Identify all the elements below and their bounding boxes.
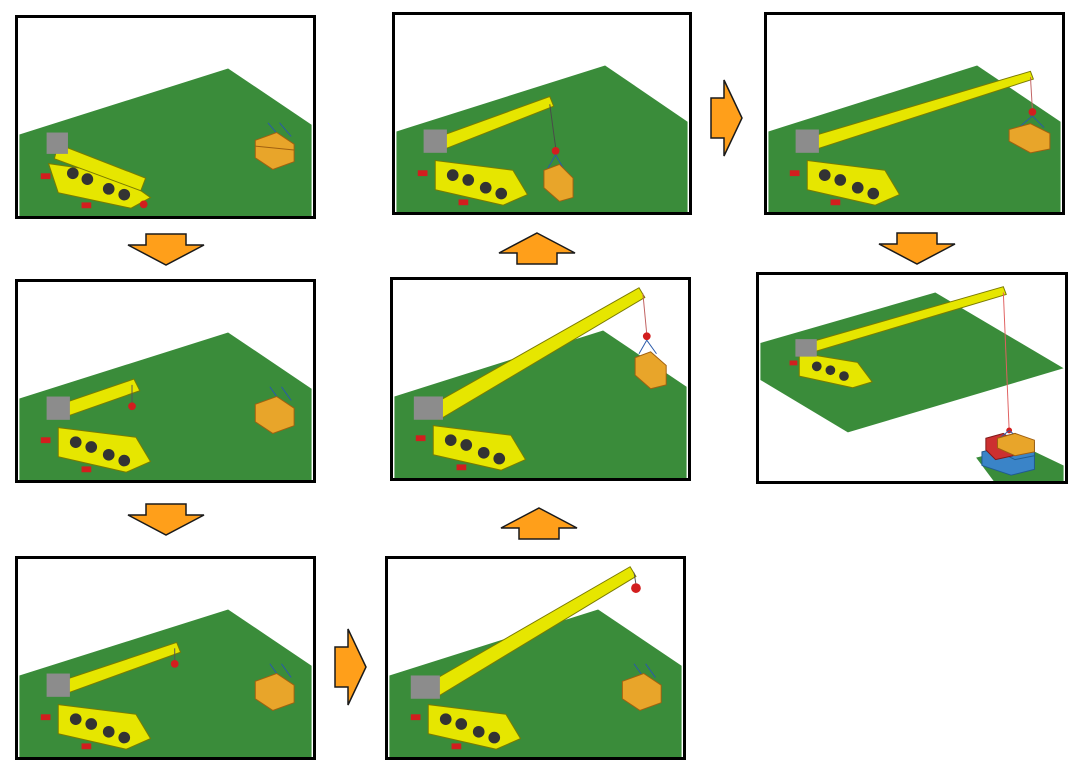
step-frame-4	[385, 556, 686, 760]
crane-scene-7	[768, 65, 1061, 212]
block-arrow-icon	[710, 78, 744, 158]
ground-plane	[760, 292, 1064, 433]
crane-scene-6	[396, 65, 688, 212]
crane-scene-2	[19, 332, 312, 480]
block-arrow-icon	[497, 232, 577, 265]
crane-scene-4	[389, 566, 682, 757]
crane-scene-1	[19, 68, 312, 216]
block-arrow-icon	[334, 627, 368, 707]
load-container	[997, 430, 1035, 457]
mobile-crane	[417, 95, 560, 206]
load-container	[254, 386, 295, 434]
mobile-crane	[40, 641, 182, 750]
load-container	[634, 339, 667, 390]
load-container	[254, 663, 295, 711]
mobile-crane	[789, 70, 1037, 206]
mobile-crane	[413, 287, 651, 471]
crane-scene-3	[19, 609, 312, 757]
load-container	[254, 122, 295, 170]
load-container	[543, 154, 574, 202]
step-frame-8	[756, 272, 1068, 484]
mobile-crane	[40, 378, 152, 473]
block-arrow-icon	[877, 232, 957, 265]
crane-scene-8	[760, 286, 1064, 481]
step-frame-6	[392, 12, 692, 215]
step-frame-7	[764, 12, 1065, 215]
load-container	[621, 663, 662, 711]
block-arrow-icon	[499, 507, 579, 540]
mobile-crane	[789, 286, 1013, 434]
mobile-crane	[410, 566, 641, 750]
block-arrow-icon	[126, 503, 206, 536]
mobile-crane	[40, 132, 152, 209]
step-frame-2	[15, 279, 316, 483]
step-frame-5	[390, 277, 691, 481]
block-arrow-icon	[126, 233, 206, 266]
crane-scene-5	[394, 287, 687, 478]
step-frame-1	[15, 15, 316, 219]
load-container	[1008, 115, 1051, 154]
step-frame-3	[15, 556, 316, 760]
